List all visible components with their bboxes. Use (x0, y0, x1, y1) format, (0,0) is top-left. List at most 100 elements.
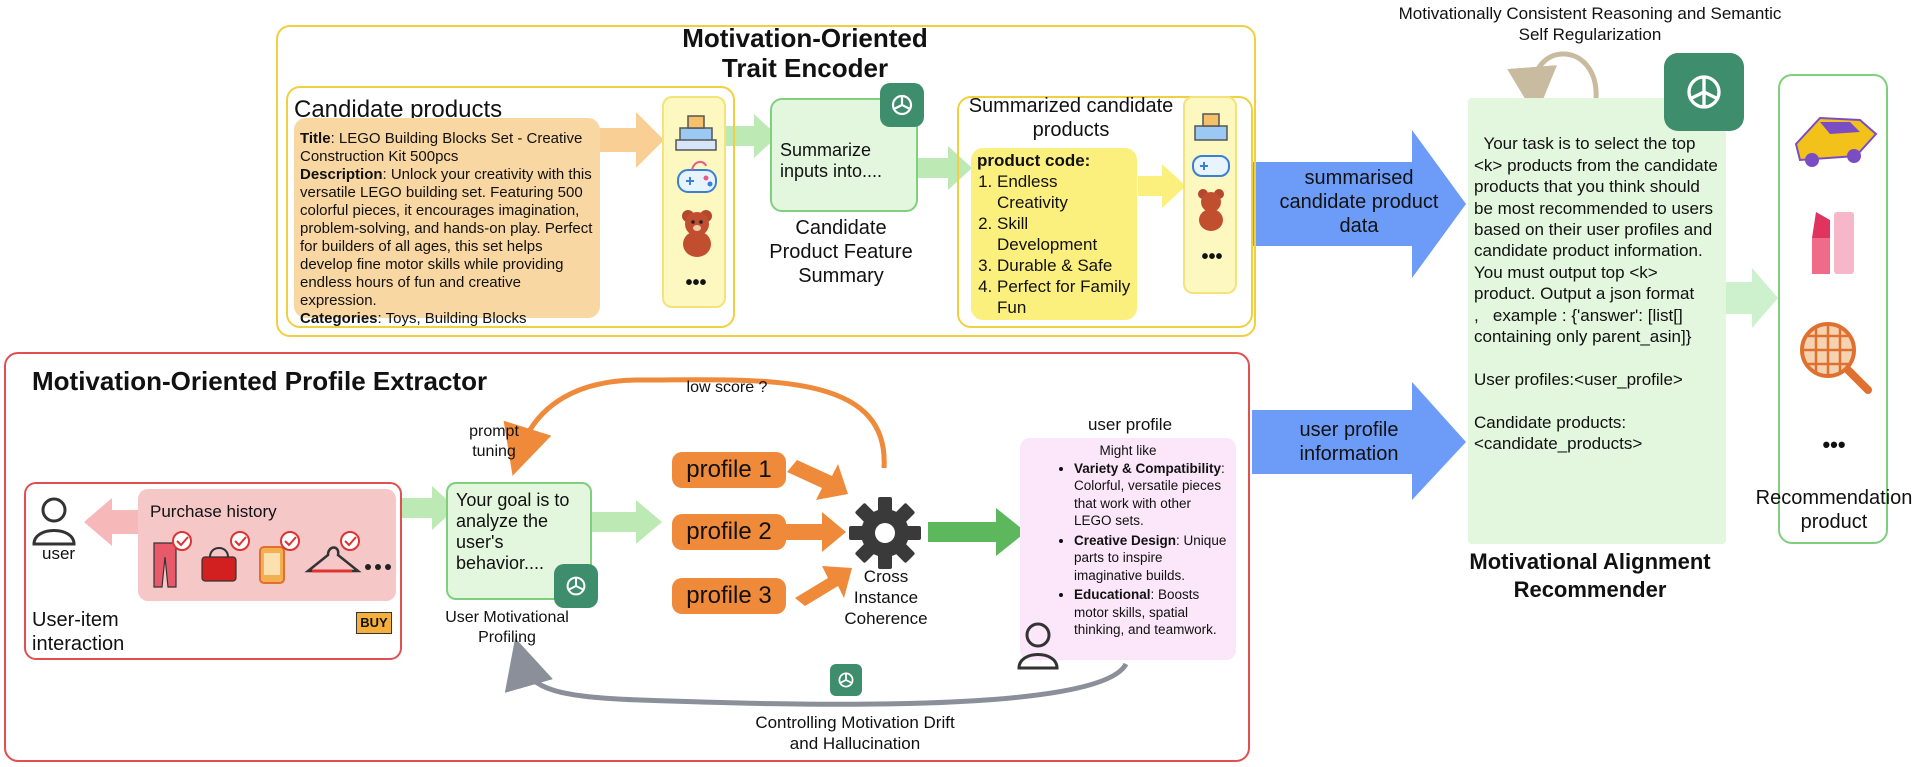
product-icons (675, 115, 717, 257)
like-text: : Colorful, versatile pieces that work w… (1074, 460, 1225, 529)
recommender-to-product-arrow (1724, 268, 1778, 328)
recommendation-product-label: Recommendation product (1755, 487, 1913, 533)
check-icon (172, 531, 192, 551)
might-like-item: Creative Design: Unique parts to inspire… (1074, 532, 1230, 585)
blocks-icon (675, 115, 717, 151)
profile-extractor-frame (4, 352, 1250, 762)
teddy-bear-icon (1198, 189, 1224, 231)
low-score-label: low score ? (686, 379, 768, 396)
openai-icon (830, 664, 862, 696)
recommendation-icons (1794, 116, 1878, 394)
product-code-item: Skill Development (997, 213, 1131, 255)
cross-instance-label: Cross Instance Coherence (844, 567, 928, 628)
user-motivational-profiling-label: User Motivational Profiling (445, 609, 569, 646)
product-code-label: product code: (977, 151, 1091, 170)
trait-encoder-title-line2: Trait Encoder (721, 53, 889, 83)
like-label: Creative Design (1074, 532, 1177, 548)
profile2-to-gear-arrow (786, 512, 846, 552)
purchase-history-panel: Purchase history (138, 489, 396, 601)
product-code-list: Endless Creativity Skill Development Dur… (977, 171, 1131, 318)
hanger-icon (304, 546, 362, 573)
summarised-data-arrow (1252, 130, 1466, 278)
like-text: : Unique parts to inspire imaginative bu… (1074, 532, 1227, 583)
product-code-card: product code: Endless Creativity Skill D… (971, 148, 1137, 320)
might-like-item: Educational: Boosts motor skills, spatia… (1074, 586, 1230, 639)
profile-1: profile 1 (672, 452, 786, 488)
openai-icon (1664, 53, 1744, 131)
icon-ellipsis: ••• (685, 272, 707, 294)
icons-to-summarize-arrow (725, 114, 778, 158)
prompt-tuning-label: prompt tuning (469, 423, 519, 460)
might-like-item: Variety & Compatibility: Colorful, versa… (1074, 460, 1230, 530)
teddy-bear-icon (682, 210, 712, 257)
might-like-list: Variety & Compatibility: Colorful, versa… (1060, 460, 1230, 639)
user-item-interaction-label: User-item interaction (32, 609, 125, 655)
trait-encoder-title: Motivation-Oriented Trait Encoder (620, 23, 990, 83)
summarized-icon-column: ••• (1183, 96, 1237, 294)
candidate-products-frame (286, 86, 735, 328)
drift-control-loop (504, 637, 1129, 707)
gamepad-icon (677, 160, 717, 193)
user-profile-arrow (1252, 382, 1466, 500)
might-like-label: Might like (1099, 443, 1157, 458)
check-icon (230, 531, 250, 551)
profile1-to-gear-arrow (787, 460, 848, 500)
user-profile-card: Might like Variety & Compatibility: Colo… (1020, 438, 1236, 660)
check-icon (280, 531, 300, 551)
recommendation-column (1778, 74, 1888, 544)
user-item-frame (24, 482, 402, 660)
user-label: user (42, 544, 76, 563)
check-icon (340, 531, 360, 551)
low-score-loop (503, 377, 887, 476)
summarized-icons (1192, 113, 1230, 231)
profile3-to-gear-arrow (795, 566, 852, 606)
self-regularization-label: Motivationally Consistent Reasoning and … (1398, 4, 1782, 44)
ellipsis-icon (365, 564, 391, 570)
history-to-goal-arrow (400, 486, 456, 530)
buy-text: BUY (360, 615, 388, 630)
pants-icon (153, 542, 177, 588)
user-profile-avatar-icon (1017, 622, 1059, 670)
title-value: : LEGO Building Blocks Set - Creative Co… (300, 130, 583, 165)
search-globe-icon (1800, 322, 1872, 394)
trait-encoder-title-line1: Motivation-Oriented (682, 23, 928, 53)
product-code-item: Durable & Safe (997, 255, 1131, 276)
user-profile-title: user profile (1087, 415, 1173, 434)
handbag-icon (201, 547, 237, 582)
gear-icon (849, 497, 921, 569)
recommender-prompt-box: Your task is to select the top <k> produ… (1468, 98, 1726, 544)
summarised-data-label: summarised candidate product data (1279, 167, 1439, 237)
user-icon (32, 497, 76, 546)
purchase-history-label: Purchase history (150, 502, 277, 521)
profile-extractor-title: Motivation-Oriented Profile Extractor (32, 366, 488, 396)
product-code-item: Perfect for Family Fun (997, 276, 1131, 318)
tablet-icon (259, 546, 285, 584)
feature-summary-label: Candidate Product Feature Summary (769, 217, 913, 287)
blocks-icon (1194, 113, 1228, 141)
goal-to-profiles-arrow (590, 500, 662, 544)
description-label: Description (300, 166, 383, 183)
summarized-label: Summarized candidate products (968, 95, 1174, 141)
product-icon-column: ••• (662, 96, 726, 308)
recommender-title: Motivational Alignment Recommender (1469, 549, 1711, 602)
summarize-text: Summarize inputs into.... (780, 140, 883, 181)
toy-car-icon (1794, 116, 1878, 167)
profile-3: profile 3 (672, 578, 786, 614)
gear-to-profile-arrow (928, 508, 1026, 556)
icon-ellipsis: ••• (1201, 246, 1223, 268)
controlling-drift-label: Controlling Motivation Drift and Halluci… (755, 713, 955, 753)
categories-value: : Toys, Building Blocks (377, 310, 527, 327)
summarized-frame (957, 96, 1253, 328)
self-regularization-loop (1507, 51, 1599, 117)
product-to-icons-arrow (600, 112, 664, 168)
like-label: Variety & Compatibility (1074, 460, 1222, 476)
recommendation-ellipsis: ••• (1822, 432, 1846, 457)
product-code-item: Endless Creativity (997, 171, 1131, 213)
openai-icon (554, 564, 598, 608)
trait-encoder-frame (276, 25, 1256, 337)
profile-2: profile 2 (672, 514, 786, 550)
user-profile-info-label: user profile information (1299, 419, 1399, 465)
buy-icon: BUY (356, 612, 392, 634)
history-to-user-arrow (84, 498, 140, 546)
